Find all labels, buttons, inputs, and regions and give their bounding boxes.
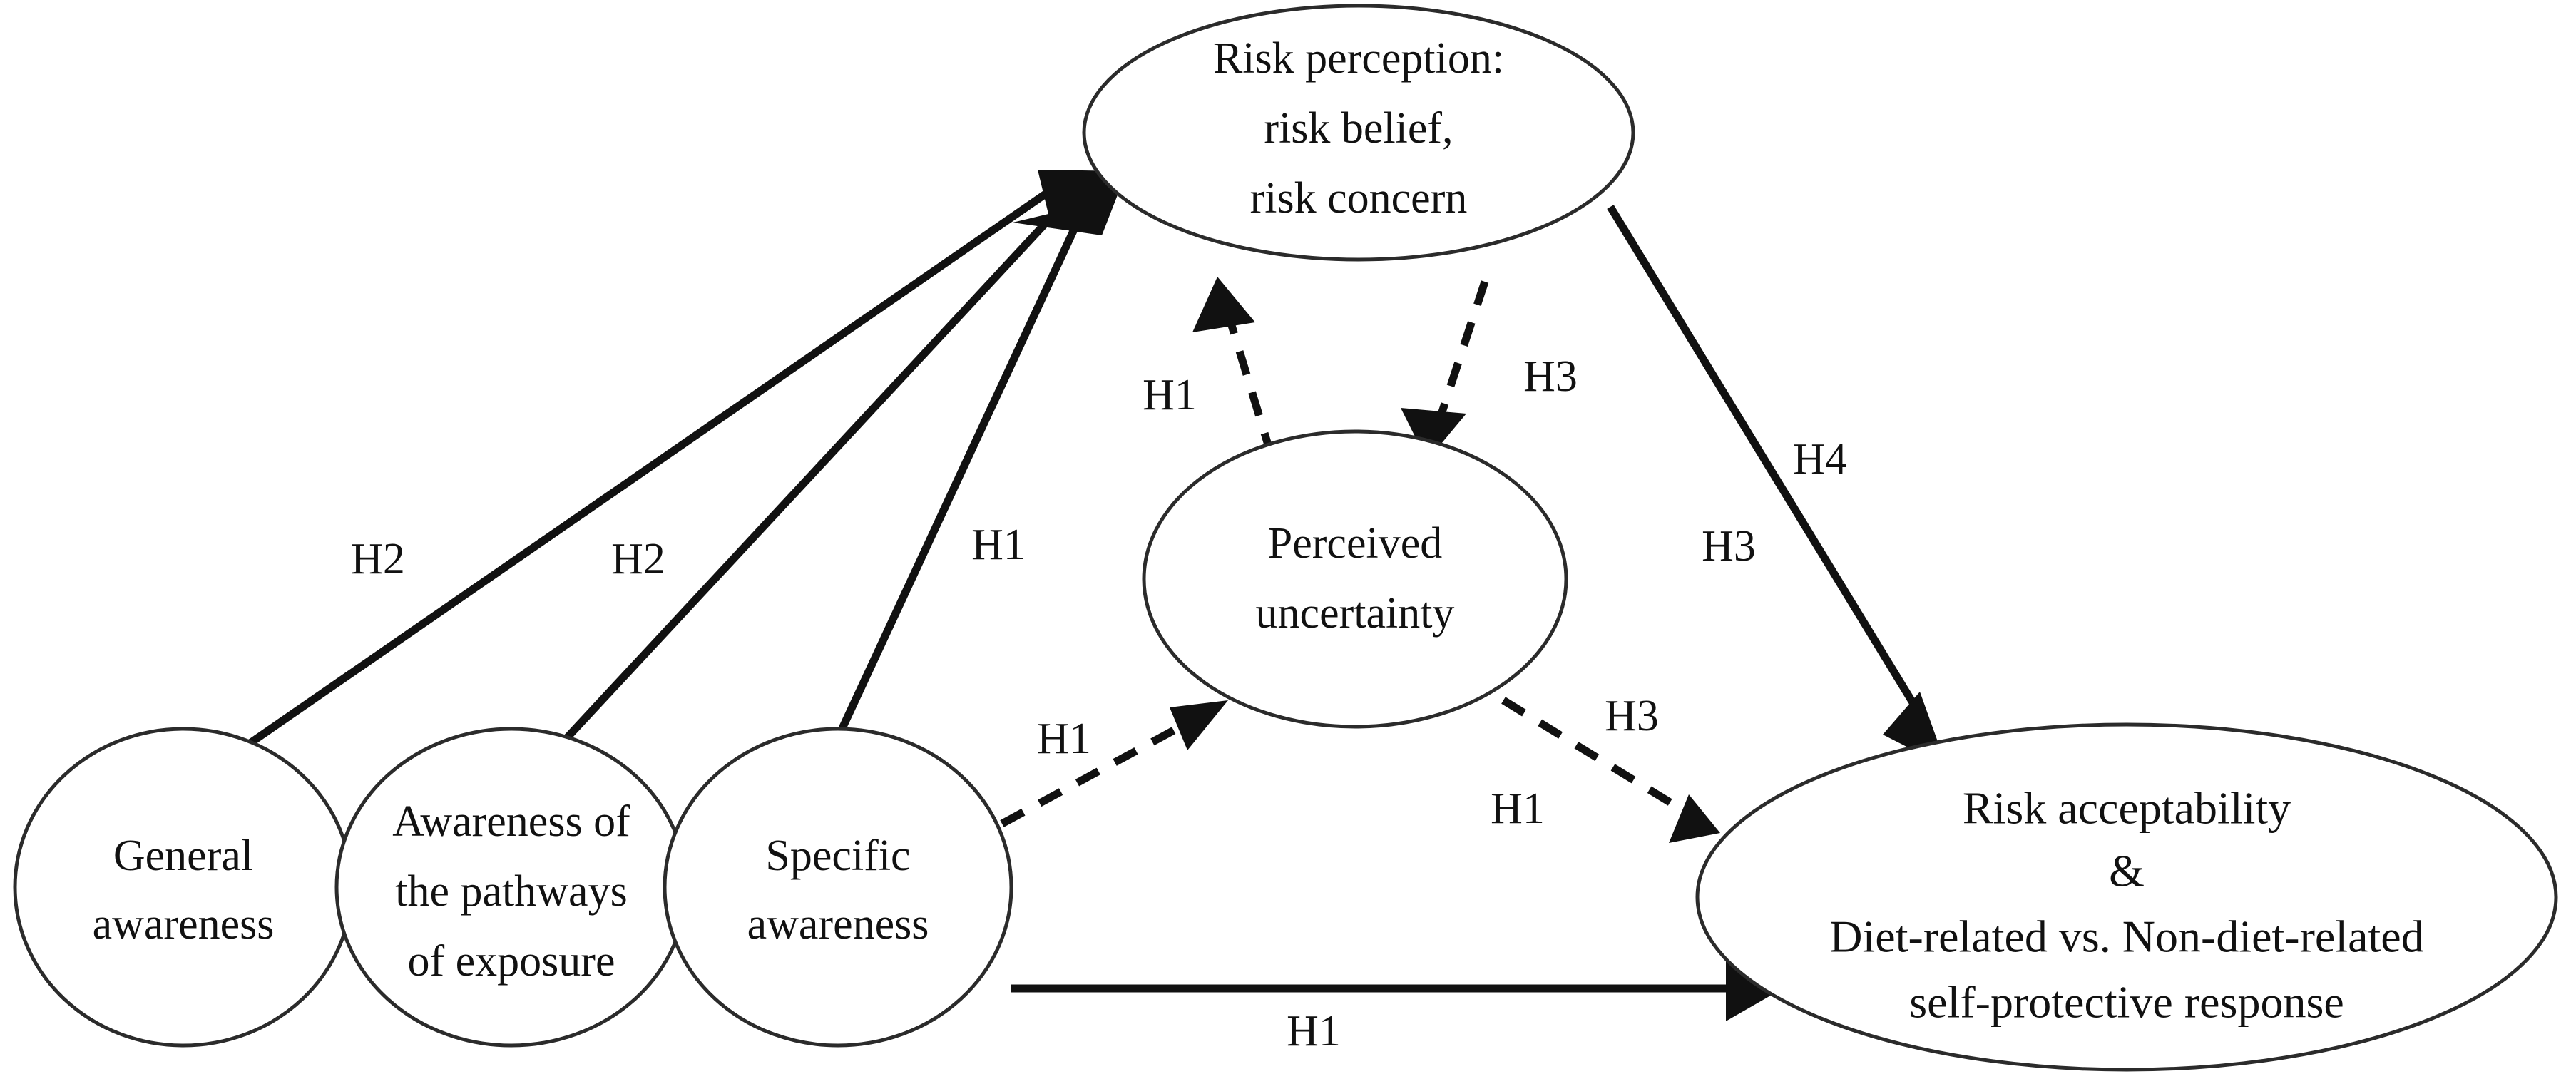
edge-line-pathways-perception (540, 179, 1088, 766)
edge-label-h3-perception-uncertainty: H3 (1523, 352, 1578, 401)
node-general-awareness-ellipse[interactable] (13, 727, 354, 1048)
node-specific-awareness-line1: Specific (765, 832, 910, 880)
node-risk-perception-line3: risk concern (1250, 174, 1468, 223)
edge-specific-to-acceptability (1011, 956, 1783, 1021)
node-risk-acceptability[interactable]: Risk acceptability & Diet-related vs. No… (1695, 722, 2558, 1072)
edge-label-h1-specific-perception: H1 (971, 521, 1026, 569)
arrowhead-cluster-risk-perception (1013, 170, 1127, 235)
edge-label-h1-specific-uncertainty: H1 (1037, 715, 1091, 763)
edge-label-h1-uncertainty-acceptability: H1 (1491, 784, 1545, 833)
node-awareness-pathways-line2: the pathways (395, 867, 627, 916)
node-general-awareness-line2: awareness (93, 900, 275, 948)
edge-label-h3-uncertainty-acceptability: H3 (1605, 692, 1659, 740)
edge-risk-perception-to-acceptability (1607, 205, 1947, 767)
edge-line-specific-uncertainty (1000, 718, 1192, 827)
node-risk-acceptability-ellipse[interactable] (1695, 722, 2558, 1072)
edge-pathways-to-risk-perception (540, 179, 1088, 766)
node-risk-perception[interactable]: Risk perception: risk belief, risk conce… (1082, 4, 1635, 262)
node-specific-awareness-line2: awareness (747, 900, 929, 948)
edge-line-general-perception (211, 171, 1076, 772)
edge-line-perception-uncertainty (1435, 280, 1489, 422)
edge-line-perception-acceptability (1607, 205, 1921, 712)
node-perceived-uncertainty-ellipse[interactable] (1142, 429, 1568, 729)
node-risk-perception-line1: Risk perception: (1213, 34, 1504, 83)
node-awareness-pathways-line3: of exposure (408, 937, 615, 986)
edge-label-h3-perception-acceptability: H3 (1702, 522, 1756, 571)
node-perceived-uncertainty-line1: Perceived (1268, 519, 1442, 568)
edge-label-h4-perception-acceptability: H4 (1793, 435, 1847, 484)
node-awareness-pathways-line1: Awareness of (392, 797, 630, 846)
node-risk-acceptability-line4: self-protective response (1909, 977, 2344, 1028)
arrow-head-specific-to-uncertainty (1170, 700, 1228, 750)
edge-risk-perception-to-uncertainty (1401, 280, 1489, 461)
arrow-head-uncertainty-to-acceptability (1669, 794, 1720, 843)
edge-uncertainty-to-risk-perception (1192, 277, 1276, 458)
edge-label-h1-uncertainty-perception: H1 (1143, 371, 1197, 419)
edge-label-h1-specific-acceptability: H1 (1287, 1007, 1341, 1055)
arrow-head-uncertainty-to-perception (1192, 277, 1255, 332)
edge-specific-to-uncertainty (1000, 700, 1228, 827)
arrow-head-perception-to-uncertainty (1401, 408, 1466, 461)
edge-uncertainty-to-acceptability (1501, 697, 1720, 843)
edge-specific-to-risk-perception (826, 189, 1095, 758)
node-specific-awareness-ellipse[interactable] (663, 727, 1013, 1048)
node-risk-perception-line2: risk belief, (1264, 104, 1453, 153)
node-risk-acceptability-line2: & (2109, 846, 2145, 896)
arrow-head-to-risk-perception (1013, 170, 1127, 235)
node-risk-acceptability-line1: Risk acceptability (1963, 783, 2291, 834)
node-perceived-uncertainty-line2: uncertainty (1256, 589, 1455, 638)
node-general-awareness-line1: General (113, 832, 253, 880)
edge-label-h2-general: H2 (351, 535, 405, 583)
node-specific-awareness[interactable]: Specific awareness (663, 727, 1013, 1048)
node-perceived-uncertainty[interactable]: Perceived uncertainty (1142, 429, 1568, 729)
node-risk-perception-ellipse[interactable] (1082, 4, 1635, 262)
node-general-awareness[interactable]: General awareness (13, 727, 354, 1048)
edge-line-uncertainty-perception (1224, 312, 1276, 458)
edge-label-h2-pathways: H2 (611, 535, 665, 583)
edge-general-to-risk-perception (211, 171, 1076, 772)
edge-line-specific-perception (826, 189, 1095, 758)
node-risk-acceptability-line3: Diet-related vs. Non-diet-related (1829, 911, 2423, 962)
node-awareness-pathways[interactable]: Awareness of the pathways of exposure (334, 727, 688, 1048)
edge-line-uncertainty-acceptability (1501, 697, 1684, 813)
